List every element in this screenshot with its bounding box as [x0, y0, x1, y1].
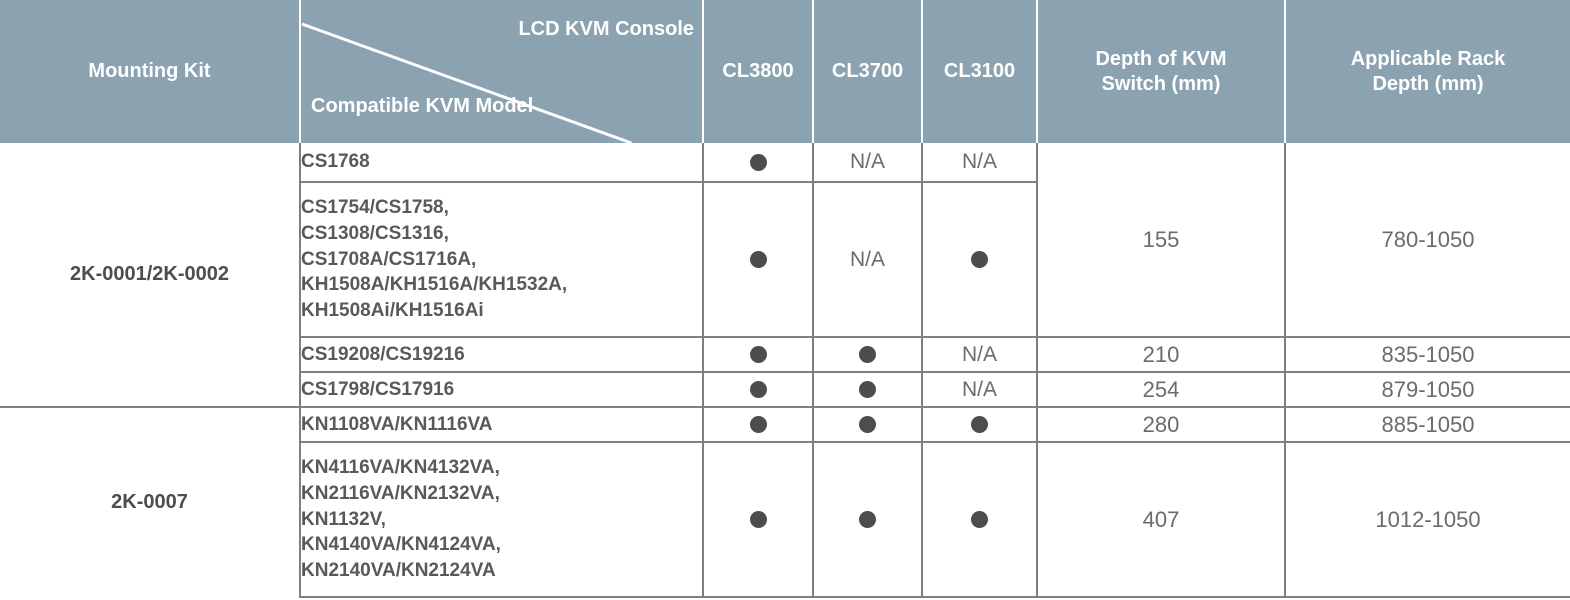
- cell-depth-of-kvm-switch: 210: [1037, 337, 1286, 373]
- cell-mounting-kit: 2K-0007: [0, 407, 300, 597]
- header-cl3700: CL3700: [812, 0, 922, 143]
- cell-compatible-model: CS1768: [299, 143, 704, 183]
- header-compatible-kvm-model-label: Compatible KVM Model: [311, 95, 534, 117]
- header-mounting-kit: Mounting Kit: [0, 0, 300, 143]
- table-row: KN4116VA/KN4132VA, KN2116VA/KN2132VA, KN…: [0, 442, 1570, 598]
- supported-dot-icon: [859, 511, 876, 529]
- not-available-label: N/A: [961, 377, 997, 401]
- table-row: CS1754/CS1758, CS1308/CS1316, CS1708A/CS…: [0, 182, 1570, 338]
- cell-cl3700-support: N/A: [813, 182, 923, 338]
- not-available-label: N/A: [961, 342, 997, 366]
- supported-dot-icon: [859, 416, 876, 434]
- cell-cl3100-support: [922, 442, 1038, 598]
- header-applicable-rack-depth: Applicable Rack Depth (mm): [1284, 0, 1570, 143]
- supported-dot-icon: [971, 251, 988, 269]
- cell-compatible-model: CS1754/CS1758, CS1308/CS1316, CS1708A/CS…: [299, 182, 704, 338]
- cell-cl3700-support: [813, 372, 923, 408]
- not-available-label: N/A: [961, 150, 997, 173]
- cell-applicable-rack-depth: 835-1050: [1285, 337, 1570, 373]
- cell-cl3800-support: [703, 407, 814, 443]
- cell-cl3100-support: [922, 407, 1038, 443]
- cell-cl3800-support: [703, 442, 814, 598]
- not-available-label: N/A: [849, 247, 885, 271]
- cell-cl3700-support: [813, 442, 923, 598]
- cell-depth-of-kvm-switch: 280: [1037, 407, 1286, 443]
- cell-cl3700-support: [813, 337, 923, 373]
- cell-applicable-rack-depth: 885-1050: [1285, 407, 1570, 443]
- supported-dot-icon: [971, 511, 988, 529]
- supported-dot-icon: [749, 416, 767, 434]
- header-rack-line-2: Depth (mm): [1372, 72, 1484, 95]
- cell-cl3100-support: N/A: [922, 337, 1038, 373]
- supported-dot-icon: [749, 153, 767, 171]
- table-row: CS1798/CS17916 N/A 254 879-1050: [0, 372, 1570, 408]
- table-header-row: Mounting Kit LCD KVM Console Compatible …: [0, 0, 1570, 143]
- cell-depth-of-kvm-switch: 155: [1037, 143, 1286, 338]
- table-row: 2K-0001/2K-0002 CS1768 N/A N/A 155 780-1…: [0, 143, 1570, 408]
- table-row: 2K-0007 KN1108VA/KN1116VA 280 885-1050: [0, 407, 1570, 597]
- supported-dot-icon: [749, 346, 767, 364]
- cell-cl3800-support: [703, 372, 814, 408]
- header-cl3100: CL3100: [921, 0, 1037, 143]
- header-depth-of-kvm-switch: Depth of KVM Switch (mm): [1036, 0, 1285, 143]
- cell-mounting-kit: 2K-0001/2K-0002: [0, 143, 300, 408]
- supported-dot-icon: [749, 381, 767, 399]
- header-rack-line-1: Applicable Rack: [1350, 47, 1506, 70]
- cell-applicable-rack-depth: 879-1050: [1285, 372, 1570, 408]
- cell-cl3800-support: [703, 143, 814, 183]
- cell-cl3100-support: [922, 182, 1038, 338]
- cell-cl3800-support: [703, 337, 814, 373]
- cell-compatible-model: CS1798/CS17916: [299, 372, 704, 408]
- cell-compatible-model: KN4116VA/KN4132VA, KN2116VA/KN2132VA, KN…: [299, 442, 704, 598]
- table-row: CS19208/CS19216 N/A 210 835-1050: [0, 337, 1570, 373]
- header-depth-line-1: Depth of KVM: [1095, 47, 1227, 70]
- supported-dot-icon: [859, 346, 876, 364]
- header-depth-line-2: Switch (mm): [1101, 72, 1221, 95]
- cell-depth-of-kvm-switch: 407: [1037, 442, 1286, 598]
- cell-cl3100-support: N/A: [922, 143, 1038, 183]
- supported-dot-icon: [859, 381, 876, 399]
- cell-compatible-model: CS19208/CS19216: [299, 337, 704, 373]
- cell-applicable-rack-depth: 1012-1050: [1285, 442, 1570, 598]
- cell-depth-of-kvm-switch: 254: [1037, 372, 1286, 408]
- header-split-lcd-console-compatible-model: LCD KVM Console Compatible KVM Model: [299, 0, 703, 143]
- cell-cl3100-support: N/A: [922, 372, 1038, 408]
- header-lcd-kvm-console-label: LCD KVM Console: [518, 18, 694, 40]
- cell-cl3800-support: [703, 182, 814, 338]
- supported-dot-icon: [749, 511, 767, 529]
- cell-compatible-model: KN1108VA/KN1116VA: [299, 407, 704, 443]
- supported-dot-icon: [749, 251, 767, 269]
- cell-cl3700-support: N/A: [813, 143, 923, 183]
- supported-dot-icon: [971, 416, 988, 434]
- not-available-label: N/A: [849, 150, 885, 173]
- cell-applicable-rack-depth: 780-1050: [1285, 143, 1570, 338]
- header-cl3800: CL3800: [702, 0, 813, 143]
- cell-cl3700-support: [813, 407, 923, 443]
